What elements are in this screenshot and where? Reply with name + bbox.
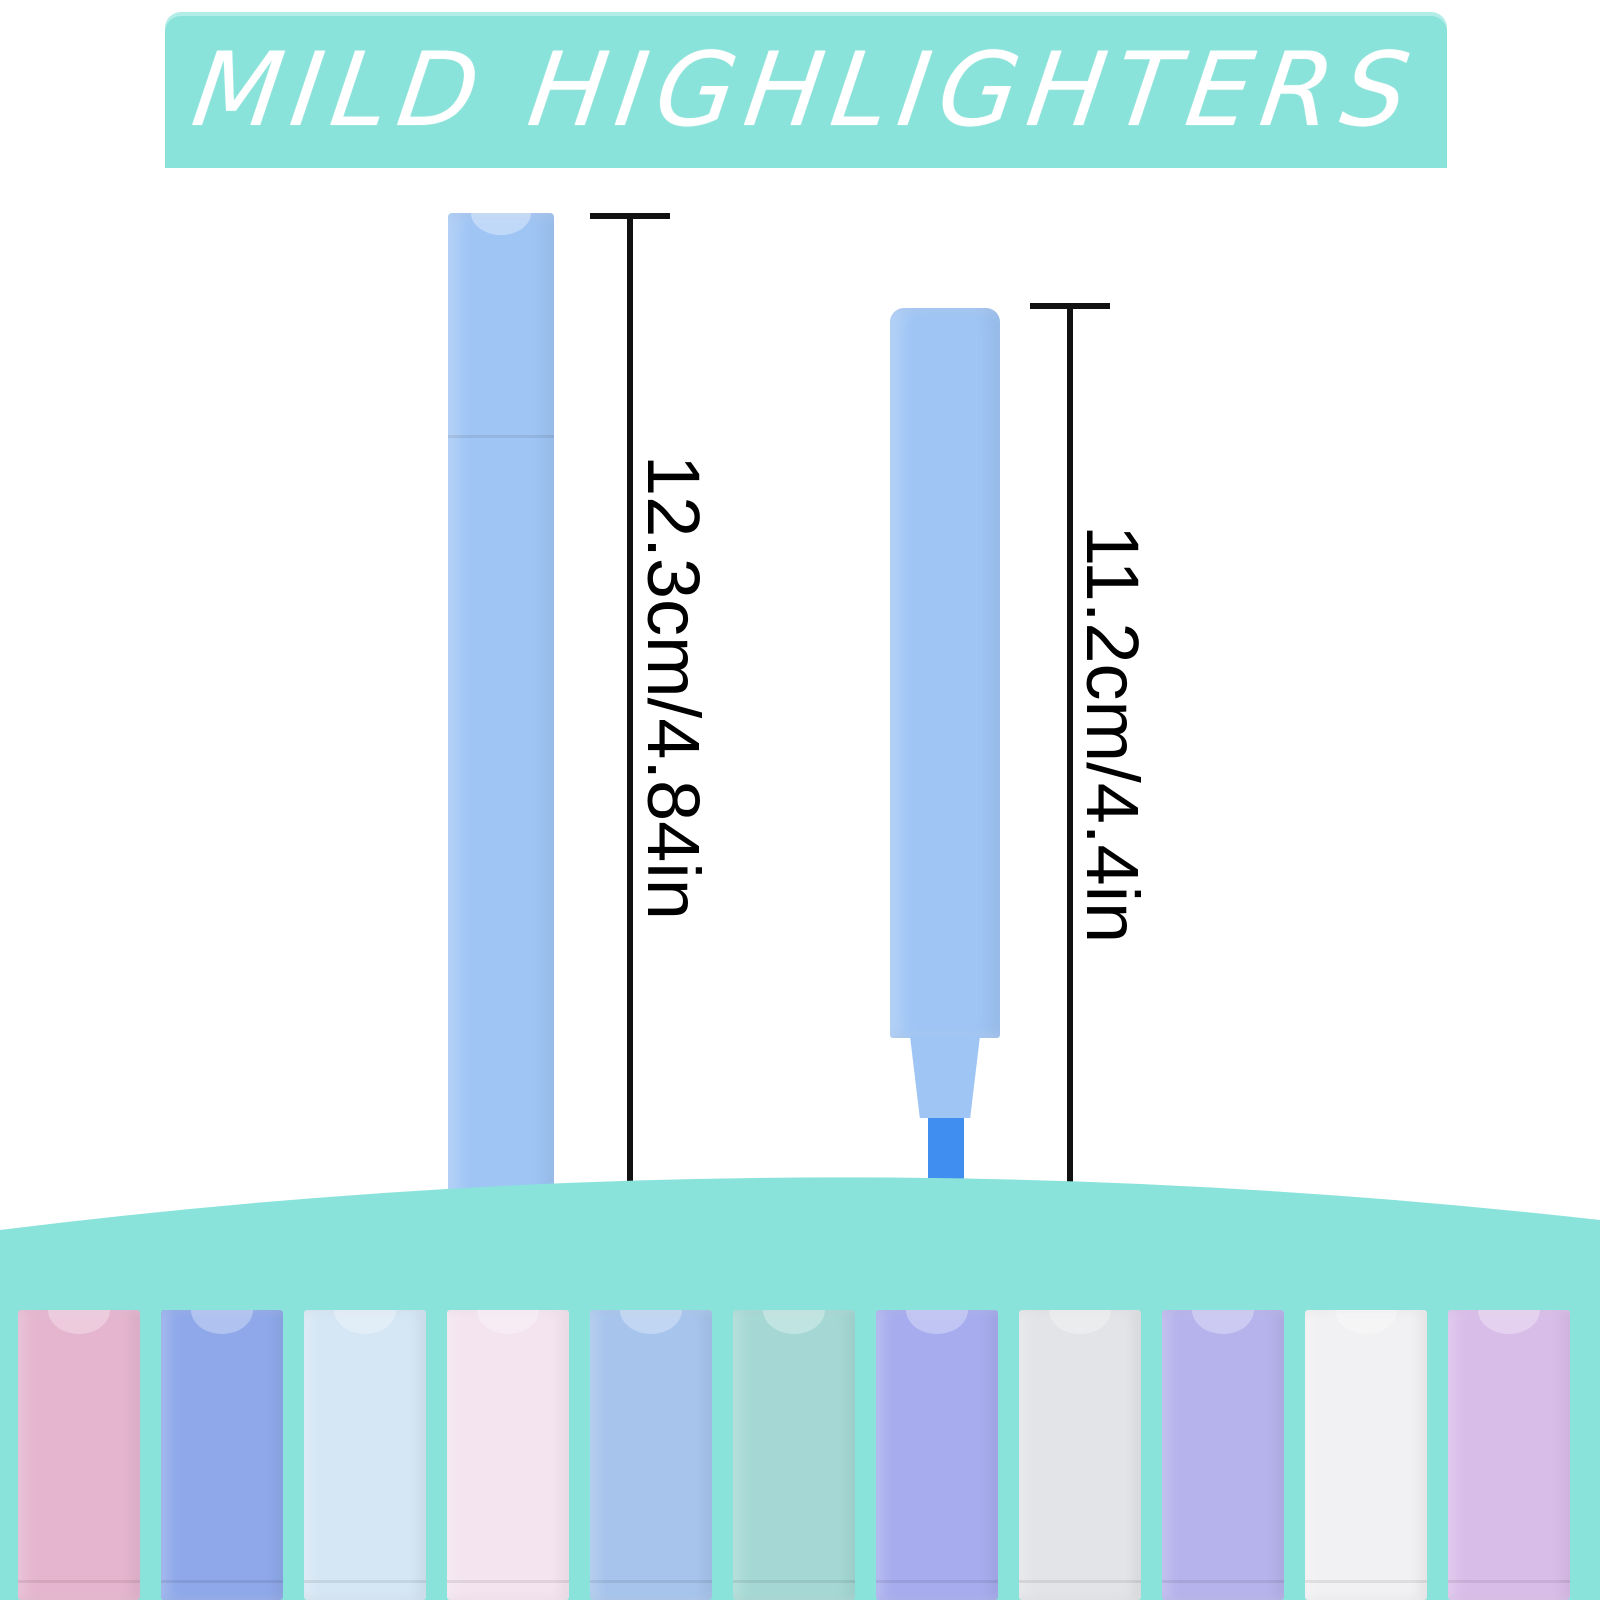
swatch-cap-seam bbox=[447, 1580, 569, 1583]
swatch-cap-seam bbox=[1019, 1580, 1141, 1583]
highlighter-swatch bbox=[1019, 1310, 1141, 1600]
highlighter-swatch bbox=[18, 1310, 140, 1600]
swatch-cap-notch bbox=[1049, 1310, 1111, 1334]
uncapped-highlighter bbox=[890, 308, 1000, 1038]
swatch-cap-seam bbox=[1448, 1580, 1570, 1583]
highlighter-color-lineup bbox=[18, 1310, 1582, 1600]
swatch-cap-seam bbox=[1162, 1580, 1284, 1583]
swatch-cap-seam bbox=[876, 1580, 998, 1583]
title-banner: MILD HIGHLIGHTERS bbox=[165, 12, 1447, 168]
highlighter-tip-collar bbox=[910, 1036, 980, 1118]
banner-title: MILD HIGHLIGHTERS bbox=[185, 30, 1427, 150]
dimension-line-2 bbox=[1067, 303, 1073, 1223]
swatch-cap-notch bbox=[1335, 1310, 1397, 1334]
swatch-cap-seam bbox=[590, 1580, 712, 1583]
swatch-cap-notch bbox=[906, 1310, 968, 1334]
highlighter-swatch bbox=[1162, 1310, 1284, 1600]
swatch-cap-notch bbox=[334, 1310, 396, 1334]
dimension-label-capped: 12.3cm/4.84in bbox=[632, 455, 715, 920]
highlighter-swatch bbox=[447, 1310, 569, 1600]
swatch-cap-notch bbox=[48, 1310, 110, 1334]
cap-notch bbox=[471, 191, 531, 235]
swatch-cap-notch bbox=[763, 1310, 825, 1334]
swatch-cap-notch bbox=[1192, 1310, 1254, 1334]
highlighter-swatch bbox=[876, 1310, 998, 1600]
swatch-cap-seam bbox=[161, 1580, 283, 1583]
highlighter-swatch bbox=[1305, 1310, 1427, 1600]
swatch-cap-notch bbox=[191, 1310, 253, 1334]
highlighter-swatch bbox=[161, 1310, 283, 1600]
dimension-label-uncapped: 11.2cm/4.4in bbox=[1071, 525, 1154, 944]
highlighter-swatch bbox=[590, 1310, 712, 1600]
cap-seam bbox=[448, 435, 554, 438]
swatch-cap-seam bbox=[733, 1580, 855, 1583]
capped-highlighter bbox=[448, 191, 554, 1223]
swatch-cap-notch bbox=[620, 1310, 682, 1334]
highlighter-swatch bbox=[733, 1310, 855, 1600]
swatch-cap-seam bbox=[18, 1580, 140, 1583]
swatch-cap-notch bbox=[477, 1310, 539, 1334]
dimension-line-1 bbox=[627, 213, 633, 1223]
highlighter-swatch bbox=[1448, 1310, 1570, 1600]
highlighter-swatch bbox=[304, 1310, 426, 1600]
swatch-cap-seam bbox=[1305, 1580, 1427, 1583]
swatch-cap-seam bbox=[304, 1580, 426, 1583]
swatch-cap-notch bbox=[1478, 1310, 1540, 1334]
